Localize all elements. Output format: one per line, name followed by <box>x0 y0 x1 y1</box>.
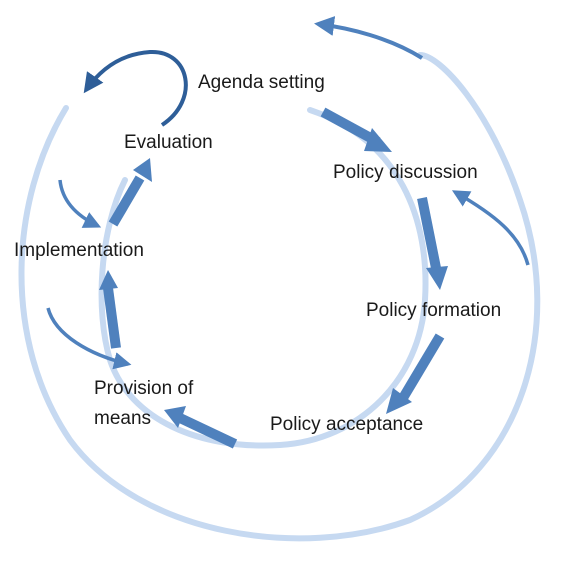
arrowhead-provision-to-implementation <box>99 270 118 290</box>
arrowhead-agenda-to-discussion <box>364 128 392 152</box>
stage-label-policy-formation: Policy formation <box>366 300 501 321</box>
stage-label-policy-discussion: Policy discussion <box>333 162 478 183</box>
arrow-discussion-to-formation <box>417 197 441 269</box>
feedback-arrow-into-implementation <box>58 179 102 228</box>
feedback-arrow-into-provision <box>46 307 132 370</box>
stage-label-provision-line1: Provision of <box>94 378 194 399</box>
outer-ring-top-arrow <box>314 16 424 60</box>
arrowhead-implementation-to-evaluation <box>133 158 152 182</box>
feedback-arrow-into-discussion <box>451 190 530 266</box>
stage-label-evaluation: Evaluation <box>124 132 213 153</box>
stage-label-implementation: Implementation <box>14 240 144 261</box>
arrow-acceptance-to-provision <box>177 413 238 449</box>
evaluation-feedback-arrow <box>83 49 188 127</box>
arrowhead-acceptance-to-provision <box>164 406 186 428</box>
arrow-agenda-to-discussion <box>320 107 381 147</box>
arrow-provision-to-implementation <box>103 287 121 349</box>
arrowhead-discussion-to-formation <box>426 266 448 290</box>
arrowhead-formation-to-acceptance <box>386 388 412 414</box>
arrow-implementation-to-evaluation <box>108 175 145 227</box>
stage-label-policy-acceptance: Policy acceptance <box>270 414 423 435</box>
inner-cycle-ring <box>98 107 429 449</box>
stage-label-agenda-setting: Agenda setting <box>198 72 325 93</box>
arrow-formation-to-acceptance <box>398 333 445 401</box>
stage-label-provision-line2: means <box>94 408 151 429</box>
outer-cycle-ring <box>18 52 541 542</box>
